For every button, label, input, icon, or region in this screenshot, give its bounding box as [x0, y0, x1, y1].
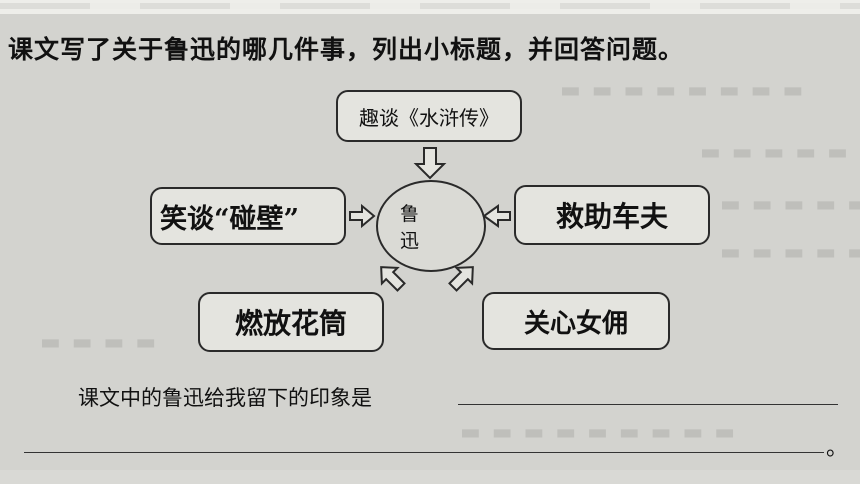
- event-label-bottom-left: 燃放花筒: [234, 307, 347, 340]
- bleed-through-5: ▬ ▬ ▬ ▬: [40, 330, 159, 355]
- center-circle: 鲁 迅: [376, 180, 486, 272]
- event-label-bottom-right: 关心女佣: [523, 308, 628, 339]
- bleed-through-4: ▬ ▬ ▬ ▬ ▬: [720, 240, 860, 265]
- event-box-right: 救助车夫: [514, 185, 710, 245]
- event-label-right: 救助车夫: [555, 200, 668, 233]
- bleed-through-2: ▬ ▬ ▬ ▬ ▬ ▬: [700, 140, 860, 165]
- top-strip-band: [0, 3, 860, 9]
- event-box-bottom-right: 关心女佣: [482, 292, 670, 350]
- event-label-left: 笑谈“碰壁”: [160, 203, 300, 235]
- answer-line-2[interactable]: [24, 452, 824, 453]
- bottom-strip: [0, 470, 860, 484]
- center-label: 鲁 迅: [400, 203, 442, 252]
- event-box-bottom-left: 燃放花筒: [198, 292, 384, 352]
- impression-prompt: 课文中的鲁迅给我留下的印象是: [78, 386, 372, 410]
- question-text: 课文写了关于鲁迅的哪几件事，列出小标题，并回答问题。: [8, 35, 685, 64]
- bleed-through-6: ▬ ▬ ▬ ▬ ▬ ▬ ▬ ▬ ▬: [460, 420, 738, 445]
- end-period: 。: [826, 436, 849, 461]
- answer-line-1[interactable]: [458, 404, 838, 405]
- bleed-through-3: ▬ ▬ ▬ ▬ ▬: [720, 192, 860, 217]
- bleed-through-1: ▬ ▬ ▬ ▬ ▬ ▬ ▬ ▬: [560, 78, 806, 103]
- event-label-top: 趣谈《水浒传》: [359, 105, 499, 130]
- event-box-left: 笑谈“碰壁”: [150, 187, 346, 245]
- event-box-top: 趣谈《水浒传》: [336, 90, 522, 142]
- top-strip: [0, 0, 860, 14]
